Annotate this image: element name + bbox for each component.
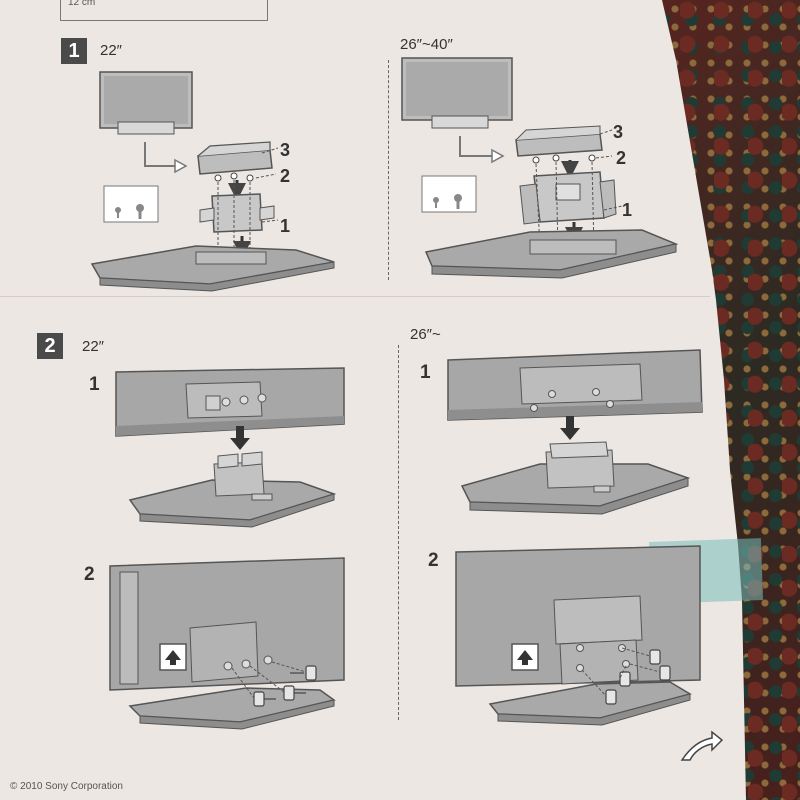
down-arrow-icon bbox=[560, 416, 580, 440]
step2-right-tv-rear bbox=[455, 545, 701, 726]
step-2-number: 2 bbox=[37, 333, 63, 359]
step1-right-stand-base bbox=[424, 229, 679, 279]
step-2-divider bbox=[398, 345, 399, 720]
callout-3-right: 3 bbox=[613, 122, 624, 142]
step-2-sub-1-right: 1 bbox=[420, 362, 431, 383]
step-2-sub-2-left: 2 bbox=[84, 564, 95, 585]
step-2-sub-1-left: 1 bbox=[89, 374, 100, 395]
up-arrow-icon bbox=[511, 643, 539, 671]
step1-left-tv-illustration bbox=[99, 71, 193, 135]
callout-1-right: 1 bbox=[622, 200, 633, 220]
step1-left-neck-cover bbox=[197, 141, 279, 175]
callout-2-left: 2 bbox=[280, 166, 291, 186]
step-1-number: 1 bbox=[61, 38, 87, 64]
step2-left-tv-bottom bbox=[115, 367, 345, 437]
top-dimension-box bbox=[60, 0, 268, 21]
arrow-head-icon bbox=[174, 158, 188, 174]
step1-left-stand-base bbox=[90, 245, 335, 292]
step1-left-flow-arrow bbox=[144, 142, 175, 167]
step1-left-screw-type-box bbox=[103, 185, 159, 223]
step1-right-neck-cover bbox=[515, 125, 613, 157]
step1-right-bracket bbox=[519, 171, 623, 225]
step-1-divider bbox=[388, 60, 389, 280]
step2-left-stand bbox=[128, 451, 337, 528]
step-1-size-left: 22″ bbox=[100, 42, 122, 59]
step-2-size-left: 22″ bbox=[82, 338, 104, 355]
step2-right-stand bbox=[460, 441, 691, 515]
up-arrow-icon bbox=[159, 643, 187, 671]
step2-right-tv-bottom bbox=[447, 349, 703, 421]
page-turn-arrow-icon bbox=[680, 730, 724, 761]
step1-left-screws bbox=[214, 172, 254, 182]
step-2-size-right: 26″~ bbox=[410, 326, 441, 343]
arrow-head-icon bbox=[491, 148, 505, 164]
callout-2-right: 2 bbox=[616, 148, 627, 168]
callout-1-left: 1 bbox=[280, 216, 291, 236]
step-1-size-right: 26″~40″ bbox=[400, 36, 453, 53]
step1-right-tv-illustration bbox=[401, 57, 513, 129]
step1-right-screws bbox=[532, 154, 596, 164]
step2-right-screws bbox=[581, 647, 671, 705]
step2-left-tv-rear bbox=[109, 557, 345, 730]
step1-right-flow-arrow bbox=[459, 136, 492, 157]
step-2-sub-2-right: 2 bbox=[428, 550, 439, 571]
top-dimension-text: 12 cm bbox=[68, 0, 96, 8]
callout-3-left: 3 bbox=[280, 140, 291, 160]
step1-left-bracket bbox=[199, 193, 279, 233]
down-arrow-icon bbox=[230, 426, 250, 450]
paper-fold-line bbox=[0, 296, 710, 297]
step2-left-screws bbox=[231, 661, 317, 707]
step1-right-screw-type-box bbox=[421, 175, 477, 213]
copyright-text: © 2010 Sony Corporation bbox=[10, 781, 123, 792]
